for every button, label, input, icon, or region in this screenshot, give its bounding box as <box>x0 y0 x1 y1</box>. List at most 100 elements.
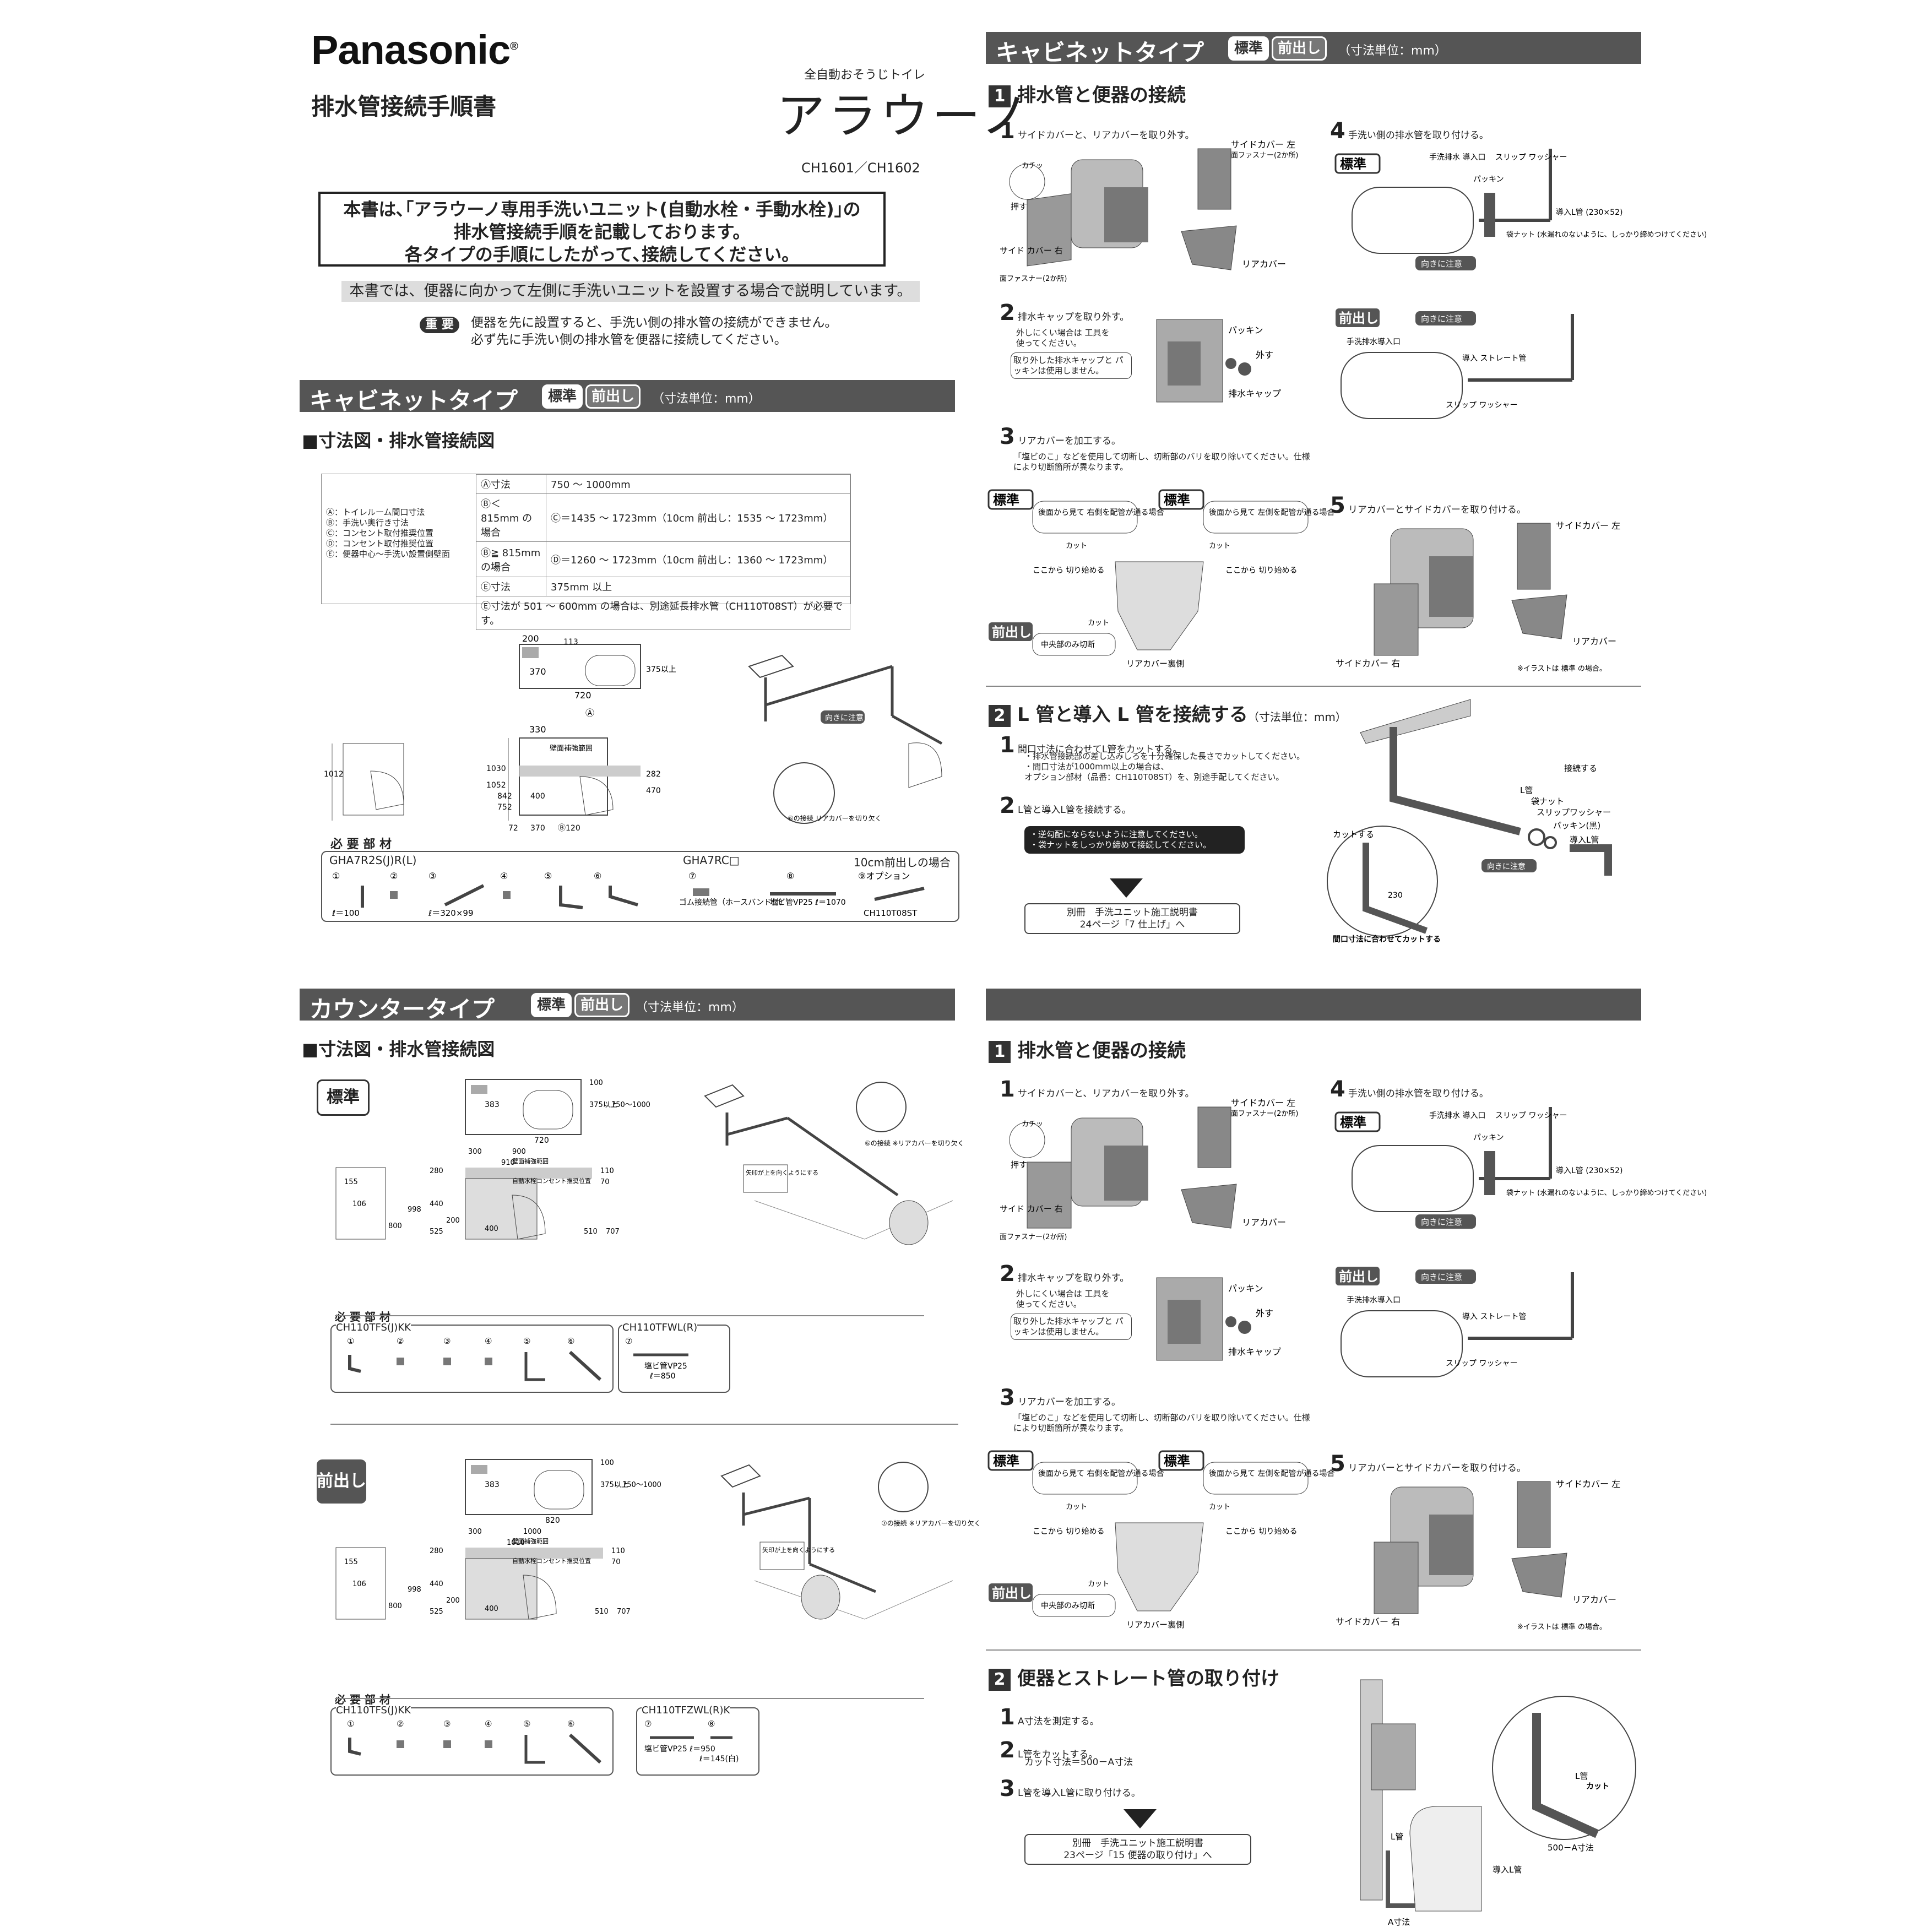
step-3: 3 リアカバーを加工する。 <box>1000 424 1121 449</box>
dim-label: 330 <box>529 724 546 735</box>
step-num: 4 <box>1330 1077 1345 1102</box>
label-standard: 標準 <box>993 1453 1019 1469</box>
label-standard: 標準 <box>1340 156 1366 172</box>
part-num: ③ <box>443 1336 451 1346</box>
illus-label: 袋ナット (水漏れのないように、しっかり締めつけてください) <box>1506 1188 1707 1197</box>
sec2-step-3: 3 L管を導入L管に取り付ける。 <box>1000 1776 1141 1801</box>
dim-label: 1010 <box>507 1539 525 1547</box>
illus-label: 後面から見て 右側を配管が通る場合 <box>1038 508 1164 517</box>
illus-label: ここから 切り始める <box>1033 1527 1104 1536</box>
section-title: キャビネットタイプ <box>310 387 518 414</box>
section-header-counter: カウンタータイプ 標準 前出し （寸法単位：mm） <box>300 989 955 1023</box>
divider <box>335 1315 924 1316</box>
illus-label: 袋ナット <box>1531 796 1564 806</box>
dim-label: 525 <box>430 1228 443 1236</box>
part-num: ⑧ <box>786 871 794 881</box>
sec2-step-1: 1 間口寸法に合わせてL管をカットする。 ・排水管接続部の差し込みしろを十分確保… <box>1000 732 1305 783</box>
illus-label: サイドカバー 右 <box>1336 1616 1400 1627</box>
cut-label: カット <box>1066 1503 1087 1511</box>
illus-label: 手洗排水導入口 <box>1347 338 1401 346</box>
illus-label: ここから 切り始める <box>1033 566 1104 575</box>
dim-label: 750～1000 <box>611 1101 650 1109</box>
cut-label: カット <box>1066 542 1087 550</box>
product-subtitle: 全自動おそうじトイレ <box>804 68 926 82</box>
step-5: 5 リアカバーとサイドカバーを取り付ける。 <box>1330 1451 1526 1477</box>
step-num: 1 <box>1000 118 1015 144</box>
step-num: 3 <box>1000 1385 1015 1410</box>
part-note: 塩ビ管VP25 ℓ＝1070 <box>770 898 846 907</box>
illus-label: 中央部のみ切断 <box>1041 1602 1095 1610</box>
illus-label: 排水キャップ <box>1228 388 1281 399</box>
illus-label: サイド カバー 右 <box>1000 246 1063 256</box>
dim-label: 375以上 <box>600 1481 628 1489</box>
parts-group-name: CH110TFWL(R) <box>622 1322 698 1333</box>
illus-label: 押す <box>1011 202 1027 211</box>
illus-label: ※イラストは 標準 の場合。 <box>1517 664 1607 673</box>
label-standard: 標準 <box>1164 1453 1190 1469</box>
dim-label: 155 <box>344 1178 358 1186</box>
pill-standard: 標準 <box>531 993 572 1017</box>
caution-label: 向きに注意 <box>1421 1217 1462 1227</box>
cabinet-piping-diagram: 向きに注意 ⑥の接続 リアカバーを切り欠く <box>748 654 943 824</box>
illus-label: パッキン <box>1228 325 1263 335</box>
dim-label: 282 <box>646 770 661 779</box>
part-num: ① <box>347 1719 354 1729</box>
table-cell: Ⓔ寸法が 501 ～ 600mm の場合は、別途延長排水管（CH110T08ST… <box>476 596 850 630</box>
step-text: L管をカットする。 <box>1017 1749 1098 1760</box>
part-num: ② <box>397 1719 404 1729</box>
step-num: 2 <box>1000 1261 1015 1287</box>
parts-group-name: CH110TFS(J)KK <box>336 1322 411 1333</box>
step-text: 排水キャップを取り外す。 <box>1017 1273 1130 1284</box>
step-num: 1 <box>1000 1077 1015 1102</box>
table-cell: Ⓑ≧ 815mm の場合 <box>476 541 546 577</box>
unit-note: （寸法単位：mm） <box>636 1001 744 1014</box>
illus-label: リアカバー <box>1242 259 1286 269</box>
intro-line: 各タイプの手順にしたがって､接続してください。 <box>404 244 800 265</box>
important-line: 便器を先に設置すると、手洗い側の排水管の接続ができません。 <box>471 316 838 330</box>
illus-label: ここから 切り始める <box>1225 1527 1297 1536</box>
step1-illustration: サイドカバー 左 面ファスナー(2か所) カチッ 押す サイド カバー 右 面フ… <box>1000 139 1298 283</box>
illus-label: 後面から見て 左側を配管が通る場合 <box>1209 508 1334 517</box>
dimension-title: ■寸法図・排水管接続図 <box>302 430 495 451</box>
part-num: ⑥ <box>567 1719 574 1729</box>
parts-box <box>321 851 959 922</box>
step-sub: ・間口寸法が1000mm以上の場合は、 <box>1024 762 1169 772</box>
dim-label: 440 <box>430 1200 443 1208</box>
step-num: 3 <box>1000 424 1015 449</box>
label-forward: 前出し <box>992 1586 1032 1601</box>
step-text: リアカバーを加工する。 <box>1017 436 1121 447</box>
counter-std-piping-diagram: ⑥の接続 ※リアカバーを切り欠く 矢印が上を向くようにする <box>704 1082 964 1245</box>
step-text: 排水キャップを取り外す。 <box>1017 312 1130 323</box>
part-num: ⑦ <box>644 1719 652 1729</box>
step-num: 2 <box>1000 1738 1015 1763</box>
step-num: 1 <box>1000 1705 1015 1730</box>
dim-label: 842 <box>497 792 512 801</box>
table-cell: 375mm 以上 <box>546 577 850 596</box>
dim-label: Ⓑ120 <box>558 824 580 833</box>
dim-label: 100 <box>600 1459 614 1467</box>
part-num: ⑥ <box>567 1336 574 1346</box>
reference-box: 別冊 手洗ユニット施工説明書 24ページ「7 仕上げ」へ <box>1024 903 1240 934</box>
caution-label: 向きに注意 <box>825 713 864 723</box>
illus-label: 導入L管 <box>1493 1865 1522 1875</box>
illus-label: サイドカバー 左 <box>1556 1479 1620 1489</box>
illus-label: カチッ <box>1022 162 1043 170</box>
dim-label: 370 <box>529 666 546 677</box>
dim-label: 300 <box>468 1528 482 1536</box>
illus-label: 手洗排水導入口 <box>1347 1296 1401 1305</box>
illus-label: 面ファスナー(2か所) <box>1231 1110 1298 1118</box>
label-forward: 前出し <box>992 625 1032 640</box>
dim-label: 1030 <box>486 764 506 773</box>
dim-label: 383 <box>485 1480 500 1489</box>
step-text: リアカバーとサイドカバーを取り付ける。 <box>1348 1463 1526 1474</box>
dim-label: 375以上 <box>646 665 676 674</box>
illus-label: 袋ナット (水漏れのないように、しっかり締めつけてください) <box>1506 230 1707 239</box>
parts-group-name: GHA7R2S(J)R(L) <box>329 854 417 867</box>
dim-label: 800 <box>388 1222 402 1230</box>
warning-line: ・袋ナットをしっかり締めて接続してください。 <box>1030 840 1212 850</box>
illus-label: スリップ ワッシャー <box>1446 401 1517 410</box>
illus-label: 押す <box>1011 1160 1027 1170</box>
part-note: ℓ＝145(白) <box>699 1755 739 1763</box>
illus-label: 後面から見て 右側を配管が通る場合 <box>1038 1469 1164 1478</box>
